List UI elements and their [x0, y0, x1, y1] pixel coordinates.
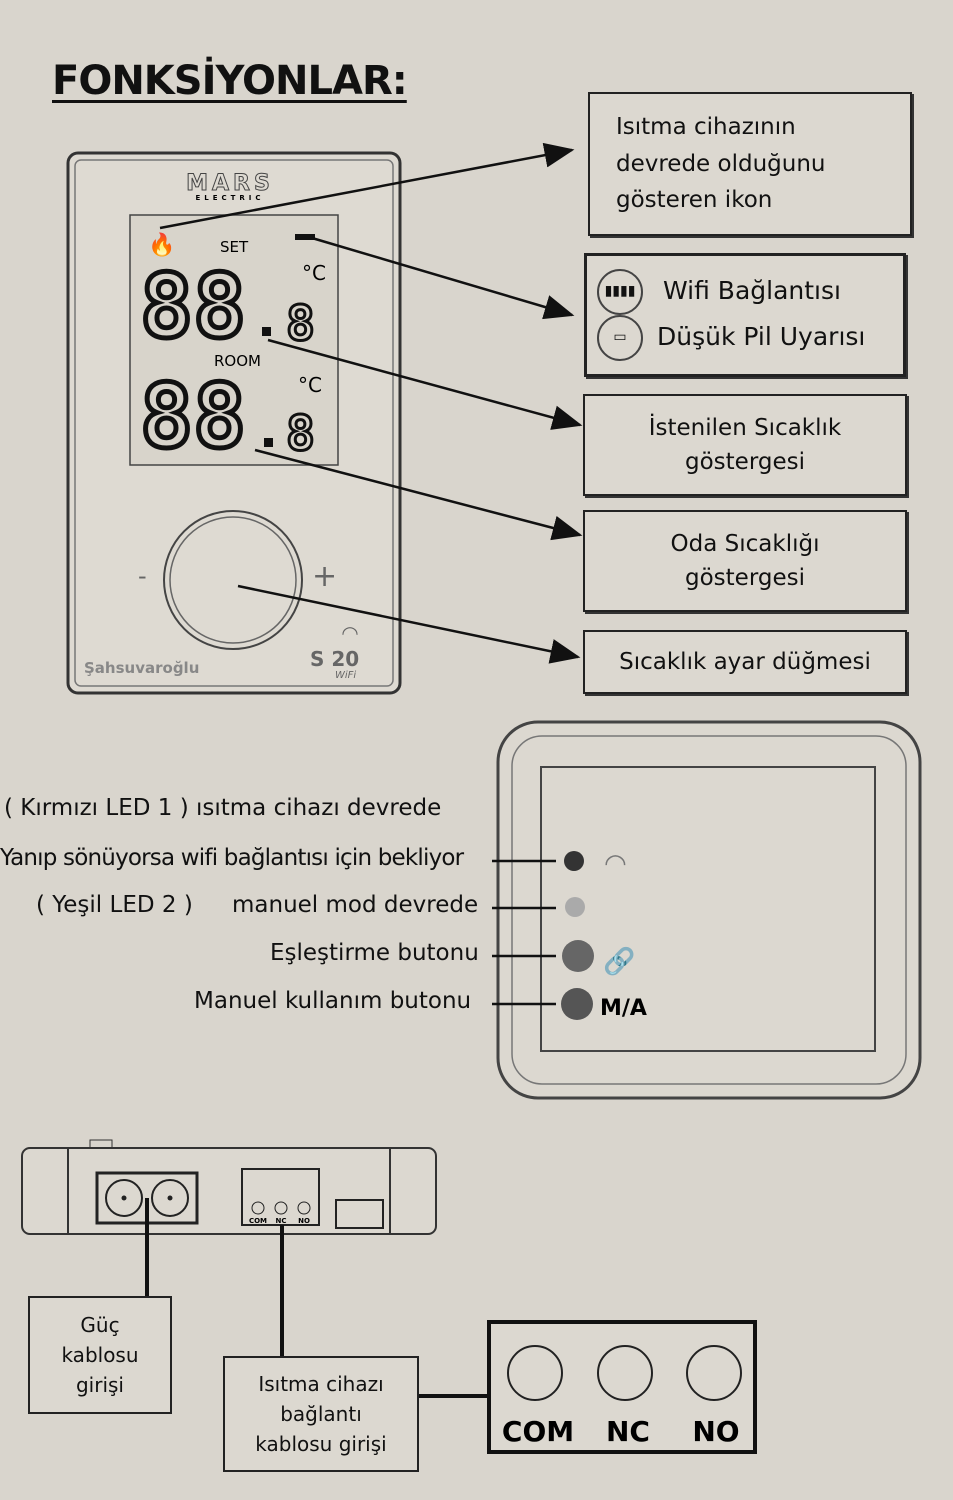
- low-battery-label: Düşük Pil Uyarısı: [657, 322, 866, 351]
- pair-button[interactable]: [562, 940, 594, 972]
- wifi-icon: ◠: [604, 849, 627, 879]
- box-text: girişi: [75, 1373, 124, 1397]
- manual-button[interactable]: [561, 988, 593, 1020]
- terminal-nc: NC: [606, 1415, 650, 1448]
- page-title: FONKSİYONLAR:: [52, 58, 408, 104]
- brand-logo: MARS: [186, 171, 274, 196]
- temperature-knob[interactable]: [163, 510, 303, 650]
- minus-sign: -: [138, 562, 147, 590]
- box-text: Güç: [80, 1313, 120, 1337]
- model-name: S 20: [310, 647, 359, 671]
- callout-text: göstergesi: [685, 449, 805, 475]
- wifi-label: Wifi Bağlantısı: [663, 276, 841, 305]
- terminal-block: [487, 1320, 757, 1454]
- receiver-bottom-view: [21, 1147, 437, 1235]
- lcd-screen: [129, 214, 339, 466]
- callout-text: İstenilen Sıcaklık: [648, 414, 842, 441]
- ma-label: M/A: [600, 996, 647, 1021]
- wifi-icon: ◠: [341, 621, 358, 645]
- callout-knob: Sıcaklık ayar düğmesi: [583, 630, 907, 694]
- manual-button-label: Manuel kullanım butonu: [194, 988, 472, 1014]
- link-icon: 🔗: [603, 945, 635, 977]
- power-cable-box: Güç kablosu girişi: [28, 1296, 172, 1414]
- plus-sign: +: [312, 559, 337, 594]
- set-temp-digits: 88: [140, 255, 246, 358]
- pair-button-label: Eşleştirme butonu: [270, 940, 479, 966]
- set-unit: °C: [302, 261, 326, 285]
- led2-prefix: ( Yeşil LED 2 ): [36, 892, 193, 918]
- callout-text: Isıtma cihazının: [616, 113, 796, 140]
- wifi-signal-icon: ▮▮▮▮: [597, 269, 643, 315]
- led1-label: ( Kırmızı LED 1 ) ısıtma cihazı devrede: [4, 795, 442, 821]
- callout-text: Oda Sıcaklığı: [670, 530, 820, 557]
- box-text: bağlantı: [280, 1402, 362, 1426]
- box-text: kablosu: [61, 1343, 139, 1367]
- set-temp-decimal: 8: [286, 296, 315, 352]
- led-1: [564, 851, 584, 871]
- room-temp-decimal: 8: [286, 406, 315, 462]
- led-2: [565, 897, 585, 917]
- callout-room-temp: Oda Sıcaklığı göstergesi: [583, 510, 907, 612]
- led1-blink-label: Yanıp sönüyorsa wifi bağlantısı için bek…: [0, 845, 464, 871]
- callout-heating-icon: Isıtma cihazının devrede olduğunu göster…: [588, 92, 912, 236]
- room-label: ROOM: [214, 352, 261, 370]
- flame-icon: 🔥: [148, 232, 175, 258]
- battery-icon: ▭: [597, 315, 643, 361]
- terminal-no: NO: [692, 1415, 739, 1448]
- callout-text: gösteren ikon: [616, 187, 773, 214]
- room-temp-digits: 88: [140, 365, 246, 468]
- small-com: COM: [249, 1217, 267, 1225]
- small-no: NO: [298, 1217, 310, 1225]
- box-text: kablosu girişi: [255, 1432, 387, 1456]
- callout-set-temp: İstenilen Sıcaklık göstergesi: [583, 394, 907, 496]
- led2-label: manuel mod devrede: [232, 892, 479, 918]
- wifi-signal-icon: [295, 234, 315, 240]
- callout-text: devrede olduğunu: [616, 150, 826, 177]
- callout-text: göstergesi: [685, 565, 805, 591]
- callout-text: Sıcaklık ayar düğmesi: [619, 648, 871, 675]
- callout-wifi-battery: ▮▮▮▮ Wifi Bağlantısı ▭ Düşük Pil Uyarısı: [584, 253, 906, 377]
- receiver-body: [496, 720, 922, 1100]
- heater-cable-box: Isıtma cihazı bağlantı kablosu girişi: [223, 1356, 419, 1472]
- brand-sub: ELECTRIC: [195, 194, 264, 202]
- room-unit: °C: [298, 373, 322, 397]
- small-nc: NC: [276, 1217, 287, 1225]
- maker-logo: Şahsuvaroğlu: [84, 659, 199, 677]
- terminal-com: COM: [502, 1415, 574, 1448]
- set-label: SET: [220, 238, 249, 256]
- model-sub: WiFi: [335, 670, 356, 681]
- box-text: Isıtma cihazı: [258, 1372, 384, 1396]
